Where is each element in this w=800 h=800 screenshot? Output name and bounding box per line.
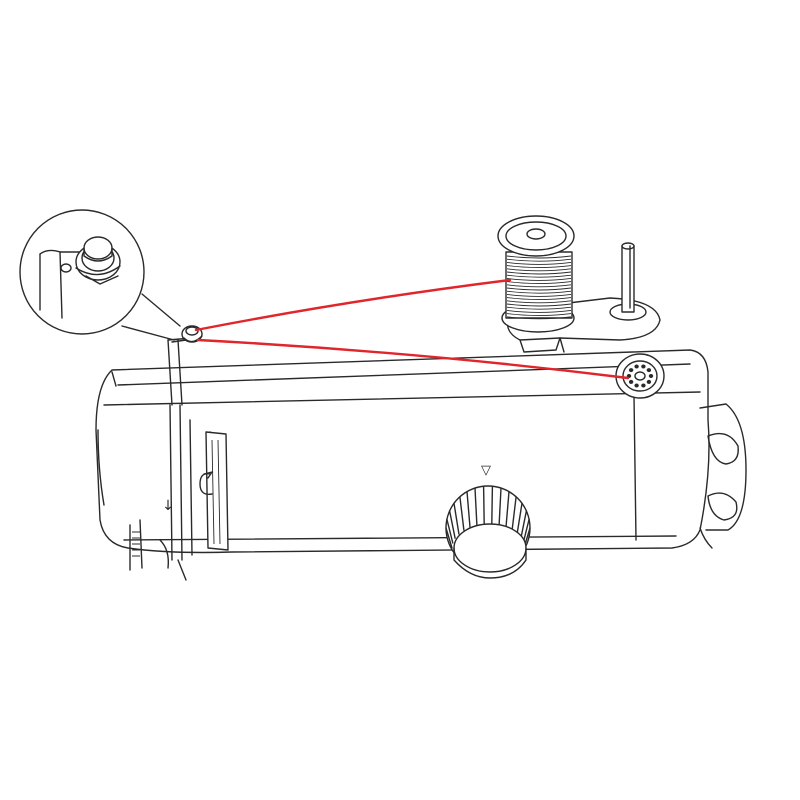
needle-direction-icon: ↓ bbox=[162, 498, 174, 514]
bobbin-hole bbox=[646, 379, 652, 384]
dial-rib bbox=[482, 485, 485, 525]
thread-spool-to-guide bbox=[194, 278, 512, 332]
dial-rib bbox=[446, 518, 454, 544]
bobbin-hole bbox=[641, 364, 646, 369]
sewing-machine-body bbox=[95, 337, 747, 581]
spool-wind-line bbox=[506, 261, 572, 265]
bobbin-hole bbox=[648, 374, 654, 378]
spool-wind-line bbox=[506, 306, 572, 310]
dial-rib bbox=[466, 490, 471, 528]
spool-wind-line bbox=[506, 313, 572, 317]
bobbin-hole bbox=[641, 383, 646, 388]
bobbin-winder bbox=[615, 353, 665, 399]
spool-wind-line bbox=[506, 309, 572, 313]
spool-wind-line bbox=[506, 258, 572, 262]
thread-spool bbox=[497, 215, 575, 333]
dial-rib bbox=[448, 510, 456, 539]
spool-wind-line bbox=[506, 274, 572, 278]
spool-wind-line bbox=[506, 290, 572, 294]
bobbin-hole bbox=[634, 383, 639, 388]
dial-rib bbox=[459, 496, 465, 531]
dial-rib bbox=[445, 527, 453, 549]
spool-wind-line bbox=[506, 265, 572, 269]
spool-wind-line bbox=[506, 287, 572, 291]
dial-rib bbox=[520, 510, 528, 539]
spool-wind-line bbox=[506, 297, 572, 301]
dial-rib bbox=[516, 502, 523, 535]
spool-wind-line bbox=[506, 293, 572, 297]
dial-rib bbox=[498, 487, 502, 526]
bobbin-hole bbox=[628, 379, 634, 384]
bobbin-hole bbox=[634, 364, 639, 369]
dial-rib bbox=[511, 496, 517, 531]
spool-wind-line bbox=[506, 255, 572, 259]
thread-guide-to-bobbin bbox=[196, 338, 630, 380]
dial-rib bbox=[505, 490, 510, 528]
spool-wind-line bbox=[506, 281, 572, 285]
stitch-dial[interactable] bbox=[445, 485, 531, 579]
dial-marker-icon: ▽ bbox=[481, 463, 491, 478]
spool-wind-line bbox=[506, 316, 572, 320]
spool-wind-line bbox=[506, 284, 572, 288]
dial-rib bbox=[491, 485, 494, 525]
spool-wind-line bbox=[506, 268, 572, 272]
dial-rib bbox=[453, 502, 460, 535]
spool-wind-line bbox=[506, 303, 572, 307]
spool-wind-line bbox=[506, 277, 572, 281]
spool-wind-line bbox=[506, 271, 572, 275]
detail-callout bbox=[19, 209, 181, 341]
spool-wind-line bbox=[506, 300, 572, 304]
bobbin-hole bbox=[628, 368, 634, 373]
dial-rib bbox=[474, 487, 478, 526]
bobbin-hole bbox=[646, 368, 652, 373]
